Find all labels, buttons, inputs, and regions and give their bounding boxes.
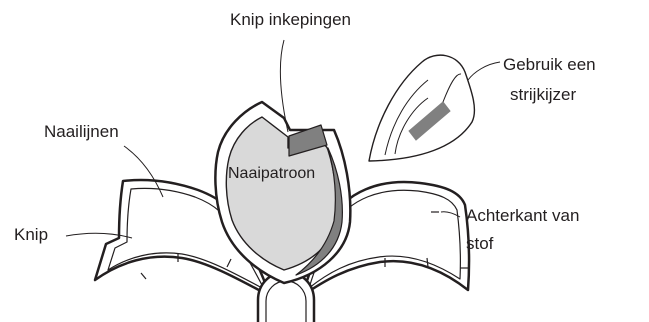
label-seam-lines: Naailijnen: [44, 121, 119, 142]
label-clip-notches: Knip inkepingen: [230, 9, 351, 30]
clip-mark: [141, 273, 146, 279]
leader-use-iron: [468, 62, 500, 80]
iron-icon: [369, 55, 474, 161]
iron-soleplate: [369, 55, 474, 161]
label-use-iron-line2: strijkijzer: [510, 84, 576, 105]
label-use-iron-line1: Gebruik een: [503, 54, 596, 75]
label-clip: Knip: [14, 224, 48, 245]
label-sewing-pattern: Naaipatroon: [228, 163, 315, 184]
label-wrong-side-line1: Achterkant van: [466, 205, 579, 226]
label-wrong-side-line2: stof: [466, 233, 493, 254]
